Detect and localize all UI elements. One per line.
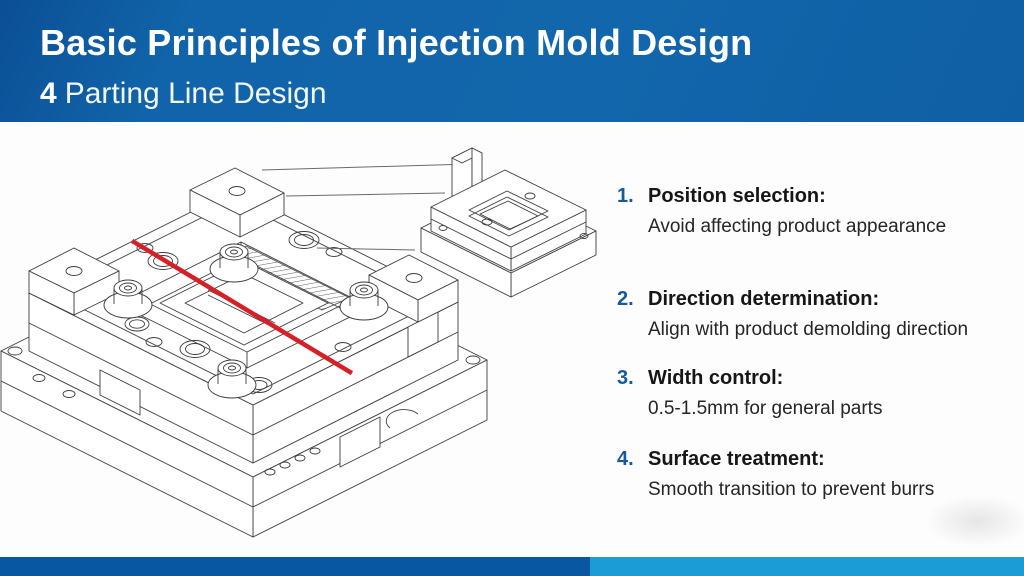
key-point-1-number: 1. xyxy=(617,185,634,207)
key-point-1-body: Avoid affecting product appearance xyxy=(648,216,947,237)
key-point-2-body: Align with product demolding direction xyxy=(648,319,969,340)
footer-bar-dark xyxy=(0,557,590,576)
subtitle-number: 4 xyxy=(40,77,57,110)
page-title: Basic Principles of Injection Mold Desig… xyxy=(40,22,753,63)
key-points-list: 1. Position selection: Avoid affecting p… xyxy=(617,130,1017,530)
key-point-4-body: Smooth transition to prevent burrs xyxy=(648,479,935,500)
cavity-detail-view xyxy=(420,147,597,298)
key-point-4-number: 4. xyxy=(617,448,634,470)
subtitle-text: Parting Line Design xyxy=(64,77,327,110)
footer-bar-light xyxy=(590,557,1024,576)
guide-bushings xyxy=(103,243,389,399)
header-band: Basic Principles of Injection Mold Desig… xyxy=(0,0,1024,122)
parting-line xyxy=(130,238,354,376)
key-point-1-heading: Position selection: xyxy=(648,185,826,207)
key-point-3-heading: Width control: xyxy=(648,367,784,389)
leader-lines xyxy=(261,163,471,251)
key-point-2-heading: Direction determination: xyxy=(648,288,880,310)
watermark-smudge xyxy=(925,495,1024,547)
clamp-corner-blocks xyxy=(28,167,459,323)
key-point-4-heading: Surface treatment: xyxy=(648,448,825,470)
footer-band xyxy=(0,557,1024,576)
mold-diagram xyxy=(0,147,597,538)
key-point-2-number: 2. xyxy=(617,288,634,310)
key-point-3-body: 0.5-1.5mm for general parts xyxy=(648,398,883,419)
main-mold-isometric xyxy=(0,167,488,538)
key-point-3-number: 3. xyxy=(617,367,634,389)
